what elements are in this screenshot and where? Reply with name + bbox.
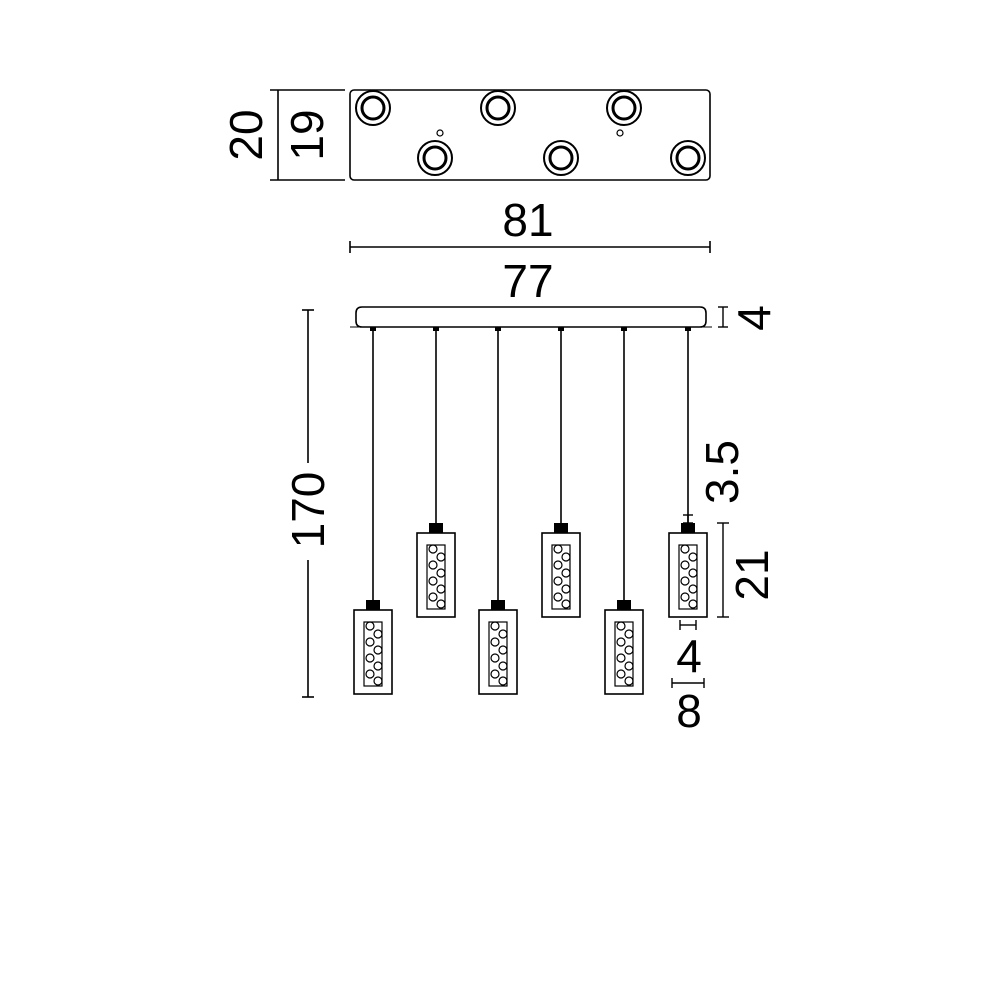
glass-shade [541, 532, 581, 618]
lamp-holder [429, 523, 443, 533]
lamp-holder [554, 523, 568, 533]
shade-height-dimension-line [717, 522, 729, 618]
cable-anchor [495, 327, 501, 331]
canopy-depth-outer-label: 20 [220, 109, 272, 160]
screw-hole [616, 129, 624, 137]
width-81-dimension-line [349, 241, 711, 253]
shade-depth-dimension-line [671, 678, 705, 688]
glass-shade [416, 532, 456, 618]
pendant-6 [668, 327, 708, 618]
pendant-3 [478, 327, 518, 695]
crystal-insert [678, 544, 698, 610]
glass-shade [478, 609, 518, 695]
canopy-top-view [349, 89, 711, 181]
crystal-insert [551, 544, 571, 610]
cable-anchor [370, 327, 376, 331]
crystal-insert [426, 544, 446, 610]
cable-anchor [621, 327, 627, 331]
lamp-holder [491, 600, 505, 610]
crystal-pattern [553, 544, 571, 609]
glass-shade [668, 532, 708, 618]
mount-circle [480, 90, 516, 126]
gap-dimension-line [683, 514, 693, 524]
crystal-pattern [680, 544, 698, 609]
shade-depth-label: 8 [676, 685, 702, 737]
crystal-pattern [365, 621, 383, 686]
canopy-mount-circles [355, 90, 706, 176]
canopy-side-body [355, 306, 707, 328]
canopy-depth-inner-label: 19 [281, 109, 333, 160]
canopy-width-outer-label: 81 [502, 194, 553, 246]
cable-anchor [433, 327, 439, 331]
total-height-dimension-line [302, 309, 314, 698]
total-height-label: 170 [282, 472, 334, 549]
crystal-insert [363, 621, 383, 687]
mount-circle [543, 140, 579, 176]
canopy-plate-outline [349, 89, 711, 181]
canopy-height-dimension-line [718, 306, 728, 328]
shade-width-dimension-line [679, 620, 697, 630]
pendant-5 [604, 327, 644, 695]
glass-shade [604, 609, 644, 695]
mount-circle [606, 90, 642, 126]
pendant-4 [541, 327, 581, 618]
screw-hole [436, 129, 444, 137]
lamp-holder [617, 600, 631, 610]
gap-above-shade-label: 3.5 [696, 440, 748, 504]
pendants [353, 327, 708, 695]
lamp-holder [681, 523, 695, 533]
canopy-width-inner-label: 77 [502, 255, 553, 307]
shade-height-label: 21 [726, 549, 778, 600]
pendant-1 [353, 327, 393, 695]
mount-circle [355, 90, 391, 126]
glass-shade [353, 609, 393, 695]
mount-circle [417, 140, 453, 176]
cable-anchor [685, 327, 691, 331]
crystal-pattern [490, 621, 508, 686]
pendant-2 [416, 327, 456, 618]
cable-anchor [558, 327, 564, 331]
crystal-insert [614, 621, 634, 687]
shade-width-label: 4 [676, 630, 702, 682]
canopy-side-view [350, 306, 712, 328]
lamp-holder [366, 600, 380, 610]
depth-dimension-lines [270, 89, 345, 181]
canopy-height-label: 4 [728, 305, 780, 331]
crystal-pattern [616, 621, 634, 686]
crystal-insert [488, 621, 508, 687]
mount-circle [670, 140, 706, 176]
crystal-pattern [428, 544, 446, 609]
